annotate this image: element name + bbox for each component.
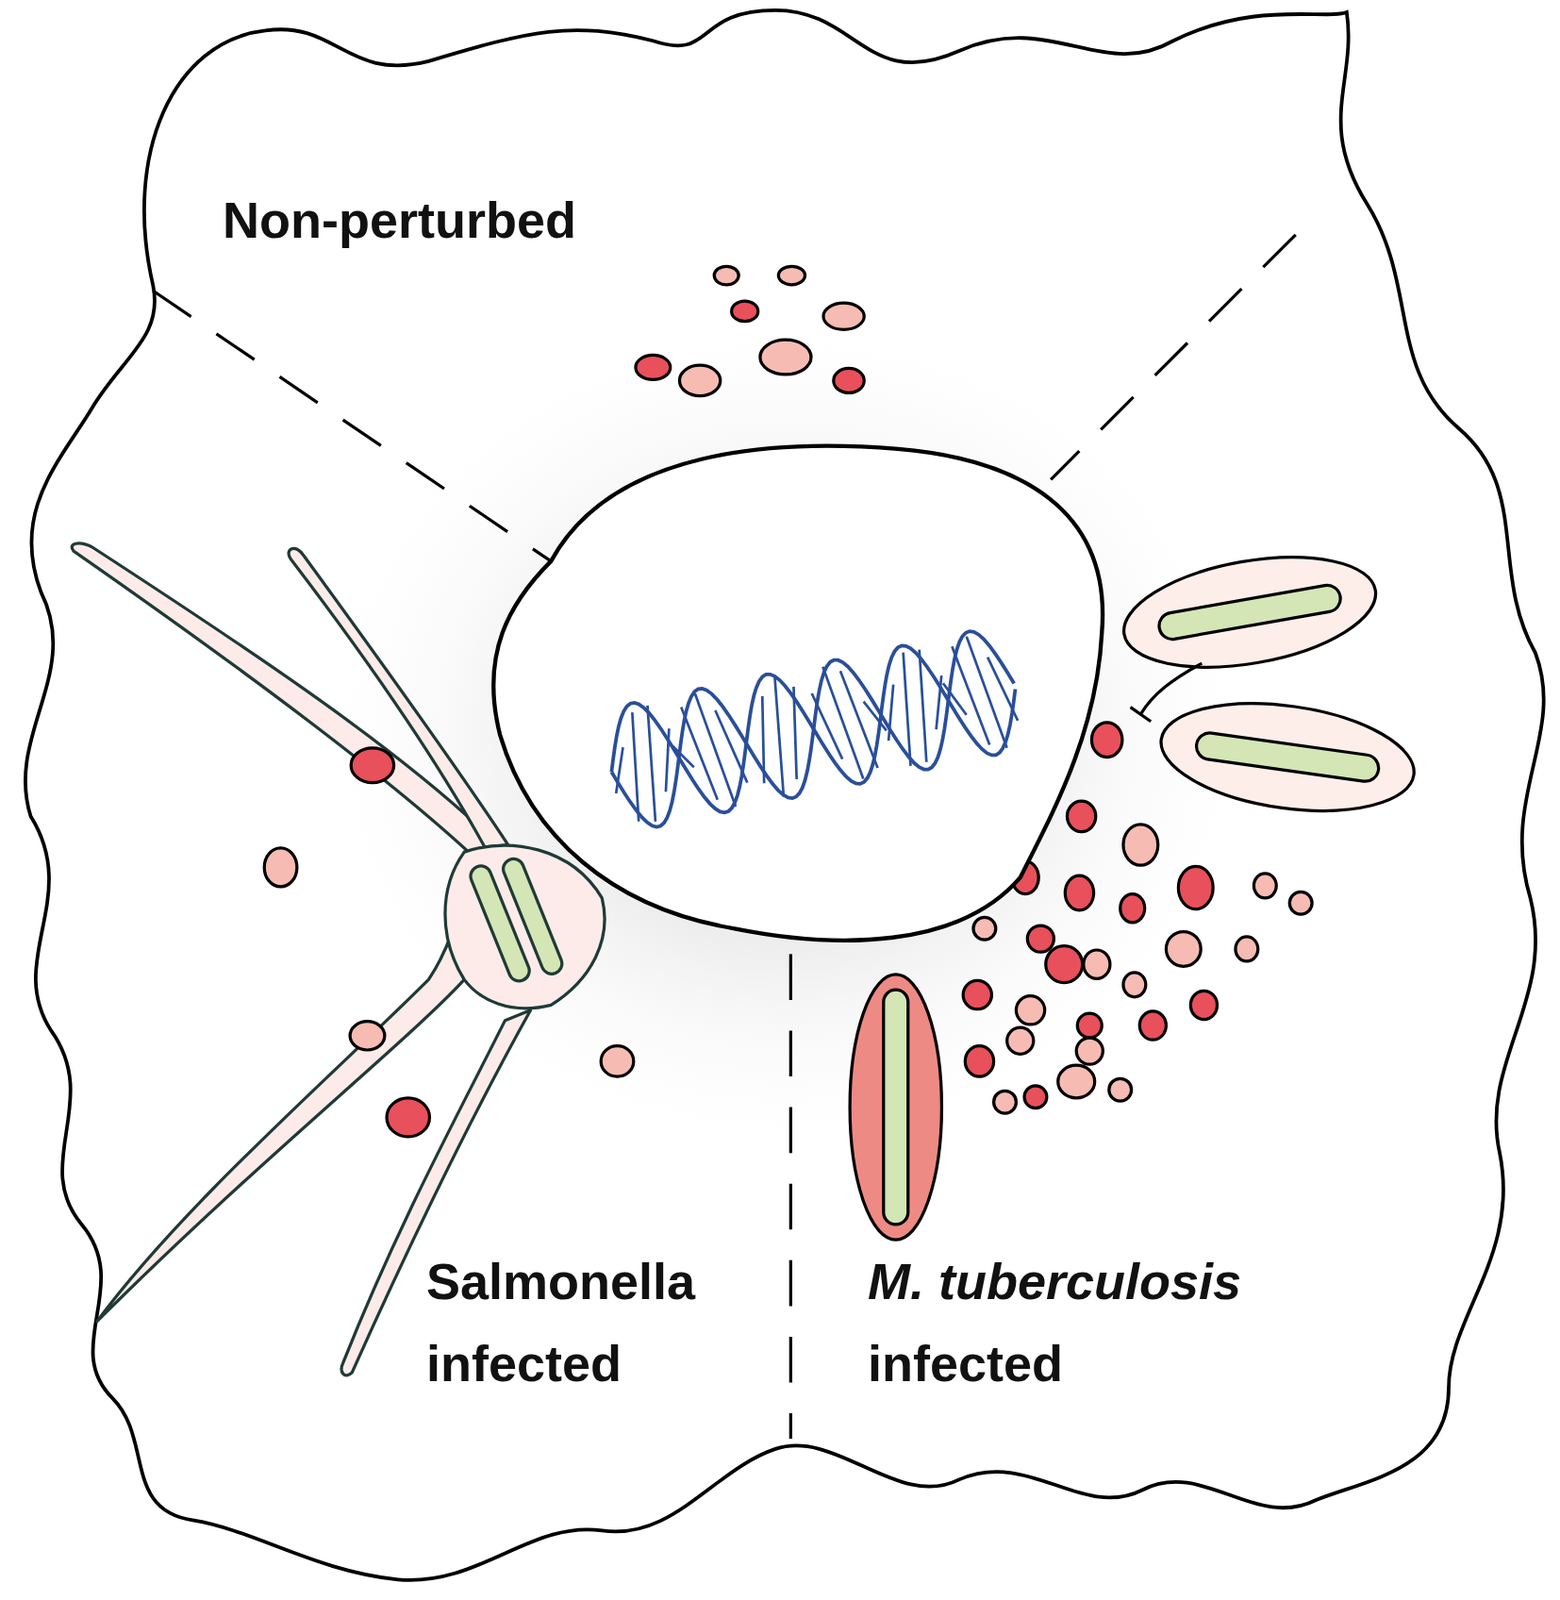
dna-hatch xyxy=(943,680,967,719)
vesicle xyxy=(1064,875,1094,911)
vesicle xyxy=(1045,945,1083,983)
vesicle xyxy=(1123,972,1146,997)
cell-outline xyxy=(25,10,1544,1580)
dna-hatch xyxy=(925,675,952,730)
vesicles xyxy=(264,265,1312,1137)
vesicle xyxy=(1139,1011,1166,1040)
vesicle xyxy=(964,1045,994,1077)
vesicle xyxy=(731,300,759,322)
nucleus xyxy=(493,446,1103,941)
vesicle xyxy=(973,916,996,940)
dna-hatch xyxy=(840,667,879,772)
dna-strand xyxy=(597,624,1028,834)
vesicle xyxy=(1235,936,1259,962)
vesicle xyxy=(1123,824,1159,865)
vesicle xyxy=(679,365,720,396)
dna-helix xyxy=(597,624,1028,834)
dna-hatch xyxy=(877,684,905,741)
dna-hatch xyxy=(631,705,672,822)
dna-hatch xyxy=(778,686,814,780)
dna-hatch xyxy=(680,703,718,803)
vesicle xyxy=(833,367,864,393)
vesicle xyxy=(264,847,298,887)
vesicle xyxy=(1120,894,1146,923)
vesicle xyxy=(1007,1027,1034,1054)
dna-hatch xyxy=(695,689,736,810)
vesicle xyxy=(1190,990,1217,1019)
dna-hatch xyxy=(903,649,943,763)
vesicle xyxy=(823,302,864,330)
vesicle xyxy=(350,747,394,783)
divider-lines xyxy=(152,234,1295,1439)
dna-hatch xyxy=(652,728,681,792)
vesicle xyxy=(1015,995,1045,1025)
vesicle xyxy=(1289,891,1312,914)
vesicle xyxy=(1027,925,1054,952)
vesicle xyxy=(713,265,739,284)
dna-hatch xyxy=(746,696,780,783)
dna-hatch xyxy=(966,632,1008,751)
dna-hatch xyxy=(607,746,633,794)
vesicle xyxy=(1076,1037,1103,1064)
vesicle xyxy=(600,1045,634,1077)
dna-hatch xyxy=(812,689,843,763)
vesicle xyxy=(1077,1012,1102,1038)
dna-hatch xyxy=(951,643,990,749)
vesicle xyxy=(1091,722,1122,758)
region-label: M. tuberculosisinfected xyxy=(867,1240,1242,1405)
vesicle xyxy=(778,265,805,284)
vesicle xyxy=(1165,931,1201,967)
region-label: Non-perturbed xyxy=(222,179,577,262)
vesicle xyxy=(386,1097,430,1137)
vesicle xyxy=(1058,1064,1096,1098)
dna-hatch xyxy=(672,742,694,770)
vesicle xyxy=(1066,800,1096,831)
vesicle xyxy=(1024,1085,1047,1109)
vesicle xyxy=(1253,873,1277,898)
vesicle xyxy=(962,979,992,1009)
inhibition-mark xyxy=(1130,663,1203,722)
vesicle xyxy=(349,1021,385,1050)
region-label: Salmonellainfected xyxy=(426,1240,696,1405)
dna-hatch xyxy=(863,697,887,734)
dna-hatch xyxy=(987,653,1018,724)
vesicle xyxy=(760,339,812,375)
vesicle xyxy=(1109,1078,1132,1101)
salmonella-bacteria xyxy=(467,855,565,984)
dna-hatch xyxy=(714,706,747,786)
vesicle xyxy=(1083,949,1111,979)
vesicle xyxy=(994,1090,1017,1113)
dna-strand xyxy=(597,624,1028,834)
vesicle xyxy=(635,354,671,380)
vesicle xyxy=(1178,865,1213,909)
